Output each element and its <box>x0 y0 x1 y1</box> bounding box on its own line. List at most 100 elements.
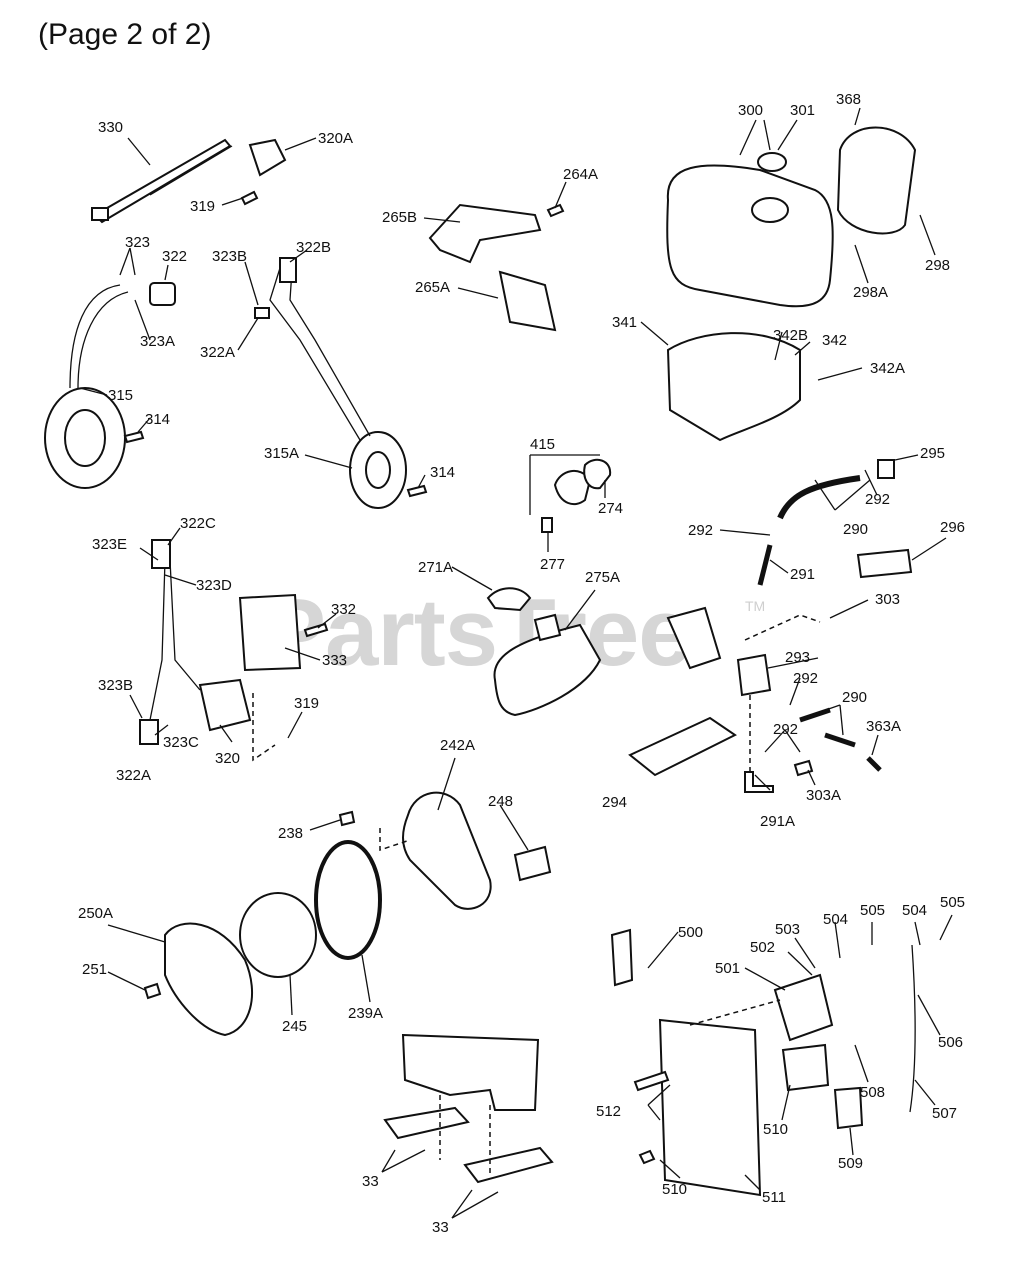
part-labels: 330 320A 319 264A 265B 265A 300 301 368 … <box>78 91 965 1236</box>
label-271A: 271A <box>418 559 453 576</box>
label-314b: 314 <box>430 464 455 481</box>
label-322: 322 <box>162 248 187 265</box>
label-292b: 292 <box>688 522 713 539</box>
label-314: 314 <box>145 411 170 428</box>
bracket-265B-part <box>428 203 542 264</box>
fuel-pump-part <box>666 606 722 670</box>
label-248: 248 <box>488 793 513 810</box>
label-294: 294 <box>602 794 627 811</box>
screw-332-part <box>303 622 329 638</box>
label-290: 290 <box>843 521 868 538</box>
fuel-line-290-part <box>777 475 861 520</box>
label-295: 295 <box>920 445 945 462</box>
label-504: 504 <box>823 911 848 928</box>
label-322B: 322B <box>296 239 331 256</box>
bushing-248-part <box>513 845 552 882</box>
label-292c: 292 <box>793 670 818 687</box>
muffler-part <box>493 613 602 717</box>
plate-33a-part <box>383 1106 470 1140</box>
label-274: 274 <box>598 500 623 517</box>
label-512: 512 <box>596 1103 621 1120</box>
plate-415-part <box>553 470 592 506</box>
base-block-part <box>401 1033 540 1111</box>
label-342: 342 <box>822 332 847 349</box>
dashed-alignment-lines <box>252 614 821 1175</box>
label-505: 505 <box>860 902 885 919</box>
label-506: 506 <box>938 1034 963 1051</box>
label-323: 323 <box>125 234 150 251</box>
label-33: 33 <box>362 1173 379 1190</box>
label-300: 300 <box>738 102 763 119</box>
label-291A: 291A <box>760 813 795 830</box>
label-238: 238 <box>278 825 303 842</box>
label-322C: 322C <box>180 515 216 532</box>
pump-293-part <box>736 653 772 697</box>
label-363A: 363A <box>866 718 901 735</box>
line-291-part <box>757 544 773 586</box>
cover-333-part <box>238 593 302 672</box>
fastener-251-part <box>143 982 162 1000</box>
bracket-500-part <box>610 928 634 987</box>
label-323B-b: 323B <box>98 677 133 694</box>
label-322A-b: 322A <box>116 767 151 784</box>
label-342B: 342B <box>773 327 808 344</box>
label-332: 332 <box>331 601 356 618</box>
label-264A: 264A <box>563 166 598 183</box>
bolt-512-part <box>633 1070 670 1092</box>
label-323D: 323D <box>196 577 232 594</box>
label-291: 291 <box>790 566 815 583</box>
label-504b: 504 <box>902 902 927 919</box>
label-320: 320 <box>215 750 240 767</box>
elbow-291A-part <box>744 771 774 793</box>
label-303A: 303A <box>806 787 841 804</box>
label-323A: 323A <box>140 333 175 350</box>
label-303: 303 <box>875 591 900 608</box>
cable-ties-part <box>91 138 233 224</box>
gasket-part <box>583 458 612 490</box>
label-320A: 320A <box>318 130 353 147</box>
label-415: 415 <box>530 436 555 453</box>
leader-lines <box>79 107 953 1219</box>
label-507: 507 <box>932 1105 957 1122</box>
label-505b: 505 <box>940 894 965 911</box>
label-341: 341 <box>612 314 637 331</box>
cover-242A-part <box>402 791 492 910</box>
bracket-265A-part <box>498 270 557 332</box>
fuel-filter-part <box>856 548 913 579</box>
label-501: 501 <box>715 960 740 977</box>
cable-506-part <box>909 944 916 1113</box>
clip-part <box>248 138 287 177</box>
screw-314b-part <box>406 484 428 498</box>
label-293: 293 <box>785 649 810 666</box>
label-500: 500 <box>678 924 703 941</box>
label-502: 502 <box>750 939 775 956</box>
spring-363A-part <box>866 756 882 772</box>
relay-510-part <box>781 1043 830 1092</box>
nut-510b-part <box>638 1149 656 1165</box>
label-315A: 315A <box>264 445 299 462</box>
panel-511-part <box>658 1018 762 1197</box>
shutoff-valve-part <box>877 459 895 479</box>
watermark-trademark: TM <box>745 598 766 614</box>
label-511: 511 <box>762 1189 786 1206</box>
label-242A: 242A <box>440 737 475 754</box>
screw-238-part <box>338 810 356 827</box>
label-301: 301 <box>790 102 815 119</box>
label-33b: 33 <box>432 1219 449 1236</box>
clamp-271A-part <box>486 587 532 612</box>
solenoid-501-part <box>773 973 834 1042</box>
label-319: 319 <box>190 198 215 215</box>
label-315: 315 <box>108 387 133 404</box>
line-290c-part <box>824 732 856 748</box>
label-503: 503 <box>775 921 800 938</box>
label-250A: 250A <box>78 905 113 922</box>
label-298A: 298A <box>853 284 888 301</box>
label-509: 509 <box>838 1155 863 1172</box>
label-508: 508 <box>860 1084 885 1101</box>
label-296: 296 <box>940 519 965 536</box>
label-290b: 290 <box>842 689 867 706</box>
filter-245-part <box>239 892 317 978</box>
line-290b-part <box>799 707 831 723</box>
belt-239A-part <box>314 840 382 960</box>
